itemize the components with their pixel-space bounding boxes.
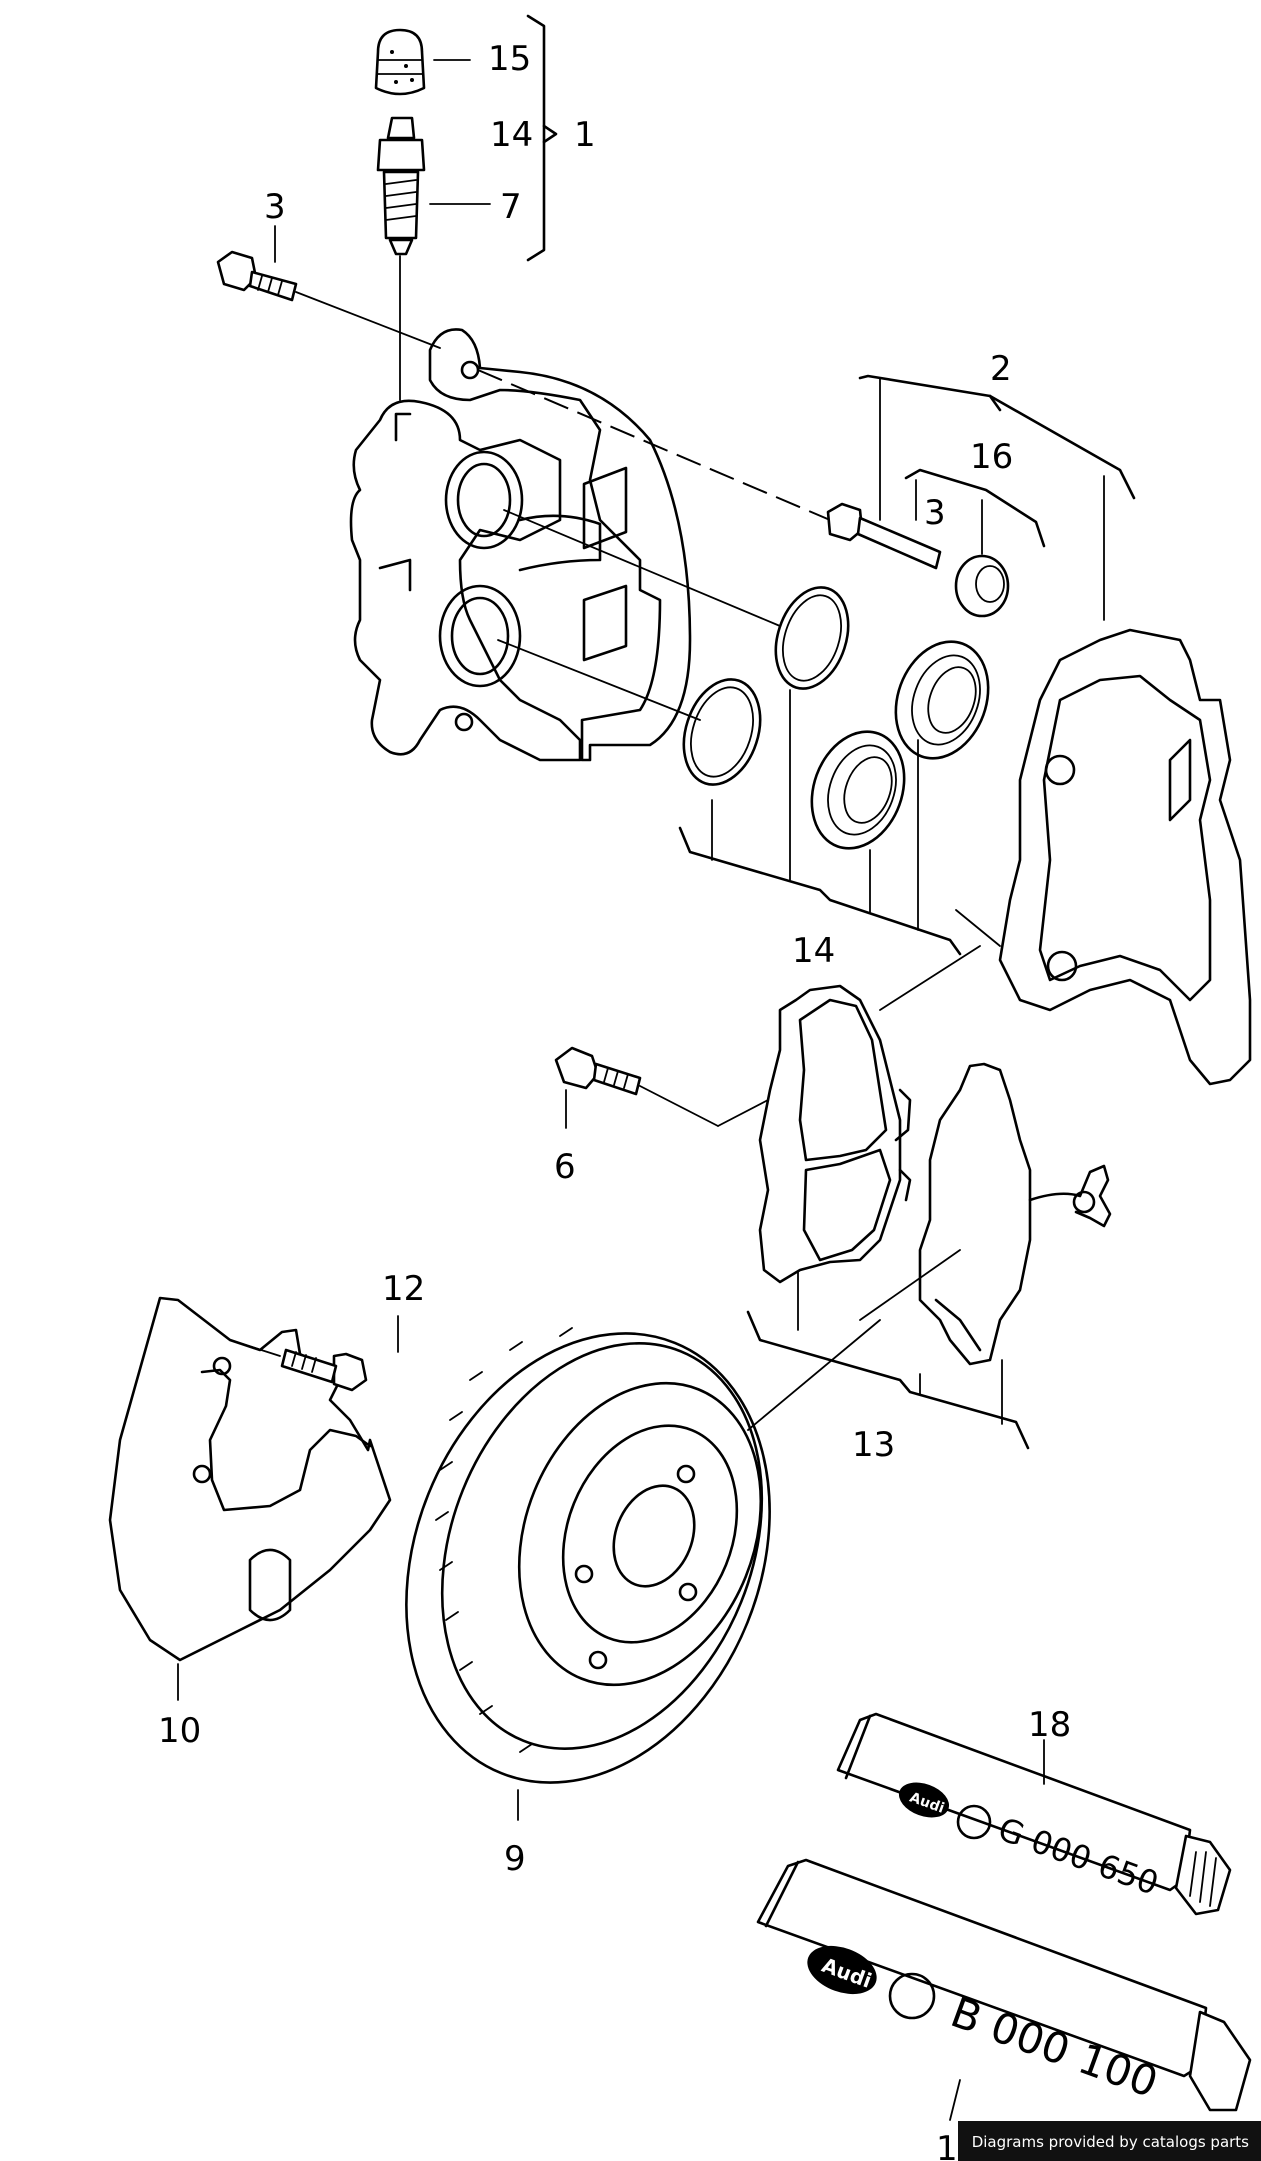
caliper-housing-part[interactable] <box>349 328 692 762</box>
callout-10: 10 <box>158 1711 201 1751</box>
callout-2: 2 <box>990 349 1012 389</box>
bleeder-dust-cap-part[interactable] <box>374 28 426 96</box>
callout-16: 16 <box>970 437 1013 477</box>
callout-7: 7 <box>500 187 522 227</box>
callout-9: 9 <box>504 1839 526 1879</box>
brake-pad-outer-part[interactable] <box>918 1062 1112 1366</box>
callout-18: 18 <box>1028 1705 1071 1745</box>
bleeder-screw-part[interactable] <box>376 116 426 256</box>
callout-12: 12 <box>382 1269 425 1309</box>
callout-15: 15 <box>488 39 531 79</box>
caliper-bolt-part[interactable] <box>216 250 298 302</box>
callout-6: 6 <box>554 1147 576 1187</box>
diagram-credit-badge: Diagrams provided by catalogs parts <box>957 2121 1261 2161</box>
shield-bolt-part[interactable] <box>280 1348 368 1392</box>
sealing-ring-lower-part[interactable] <box>671 670 773 795</box>
callout-3-top: 3 <box>264 187 286 227</box>
callout-14-top: 14 <box>490 115 533 155</box>
callout-1: 1 <box>574 115 596 155</box>
callout-14-bottom: 14 <box>792 931 835 971</box>
pad-retaining-bolt-part[interactable] <box>554 1046 642 1096</box>
piston-boot-lower-part[interactable] <box>796 719 920 862</box>
brake-disc-part[interactable] <box>342 1278 835 1837</box>
guide-pin-part[interactable] <box>826 502 942 570</box>
guide-bush-part[interactable] <box>954 554 1010 618</box>
callout-13: 13 <box>852 1425 895 1465</box>
sealing-ring-upper-part[interactable] <box>764 578 861 698</box>
caliper-carrier-part[interactable] <box>998 628 1252 1086</box>
splash-shield-part[interactable] <box>108 1296 392 1662</box>
grease-tube-b000100-part[interactable]: Audi B 000 100 <box>756 1858 1252 2112</box>
piston-boot-upper-part[interactable] <box>880 629 1004 772</box>
brake-pad-inner-part[interactable] <box>758 984 912 1284</box>
callout-3-mid: 3 <box>924 493 946 533</box>
